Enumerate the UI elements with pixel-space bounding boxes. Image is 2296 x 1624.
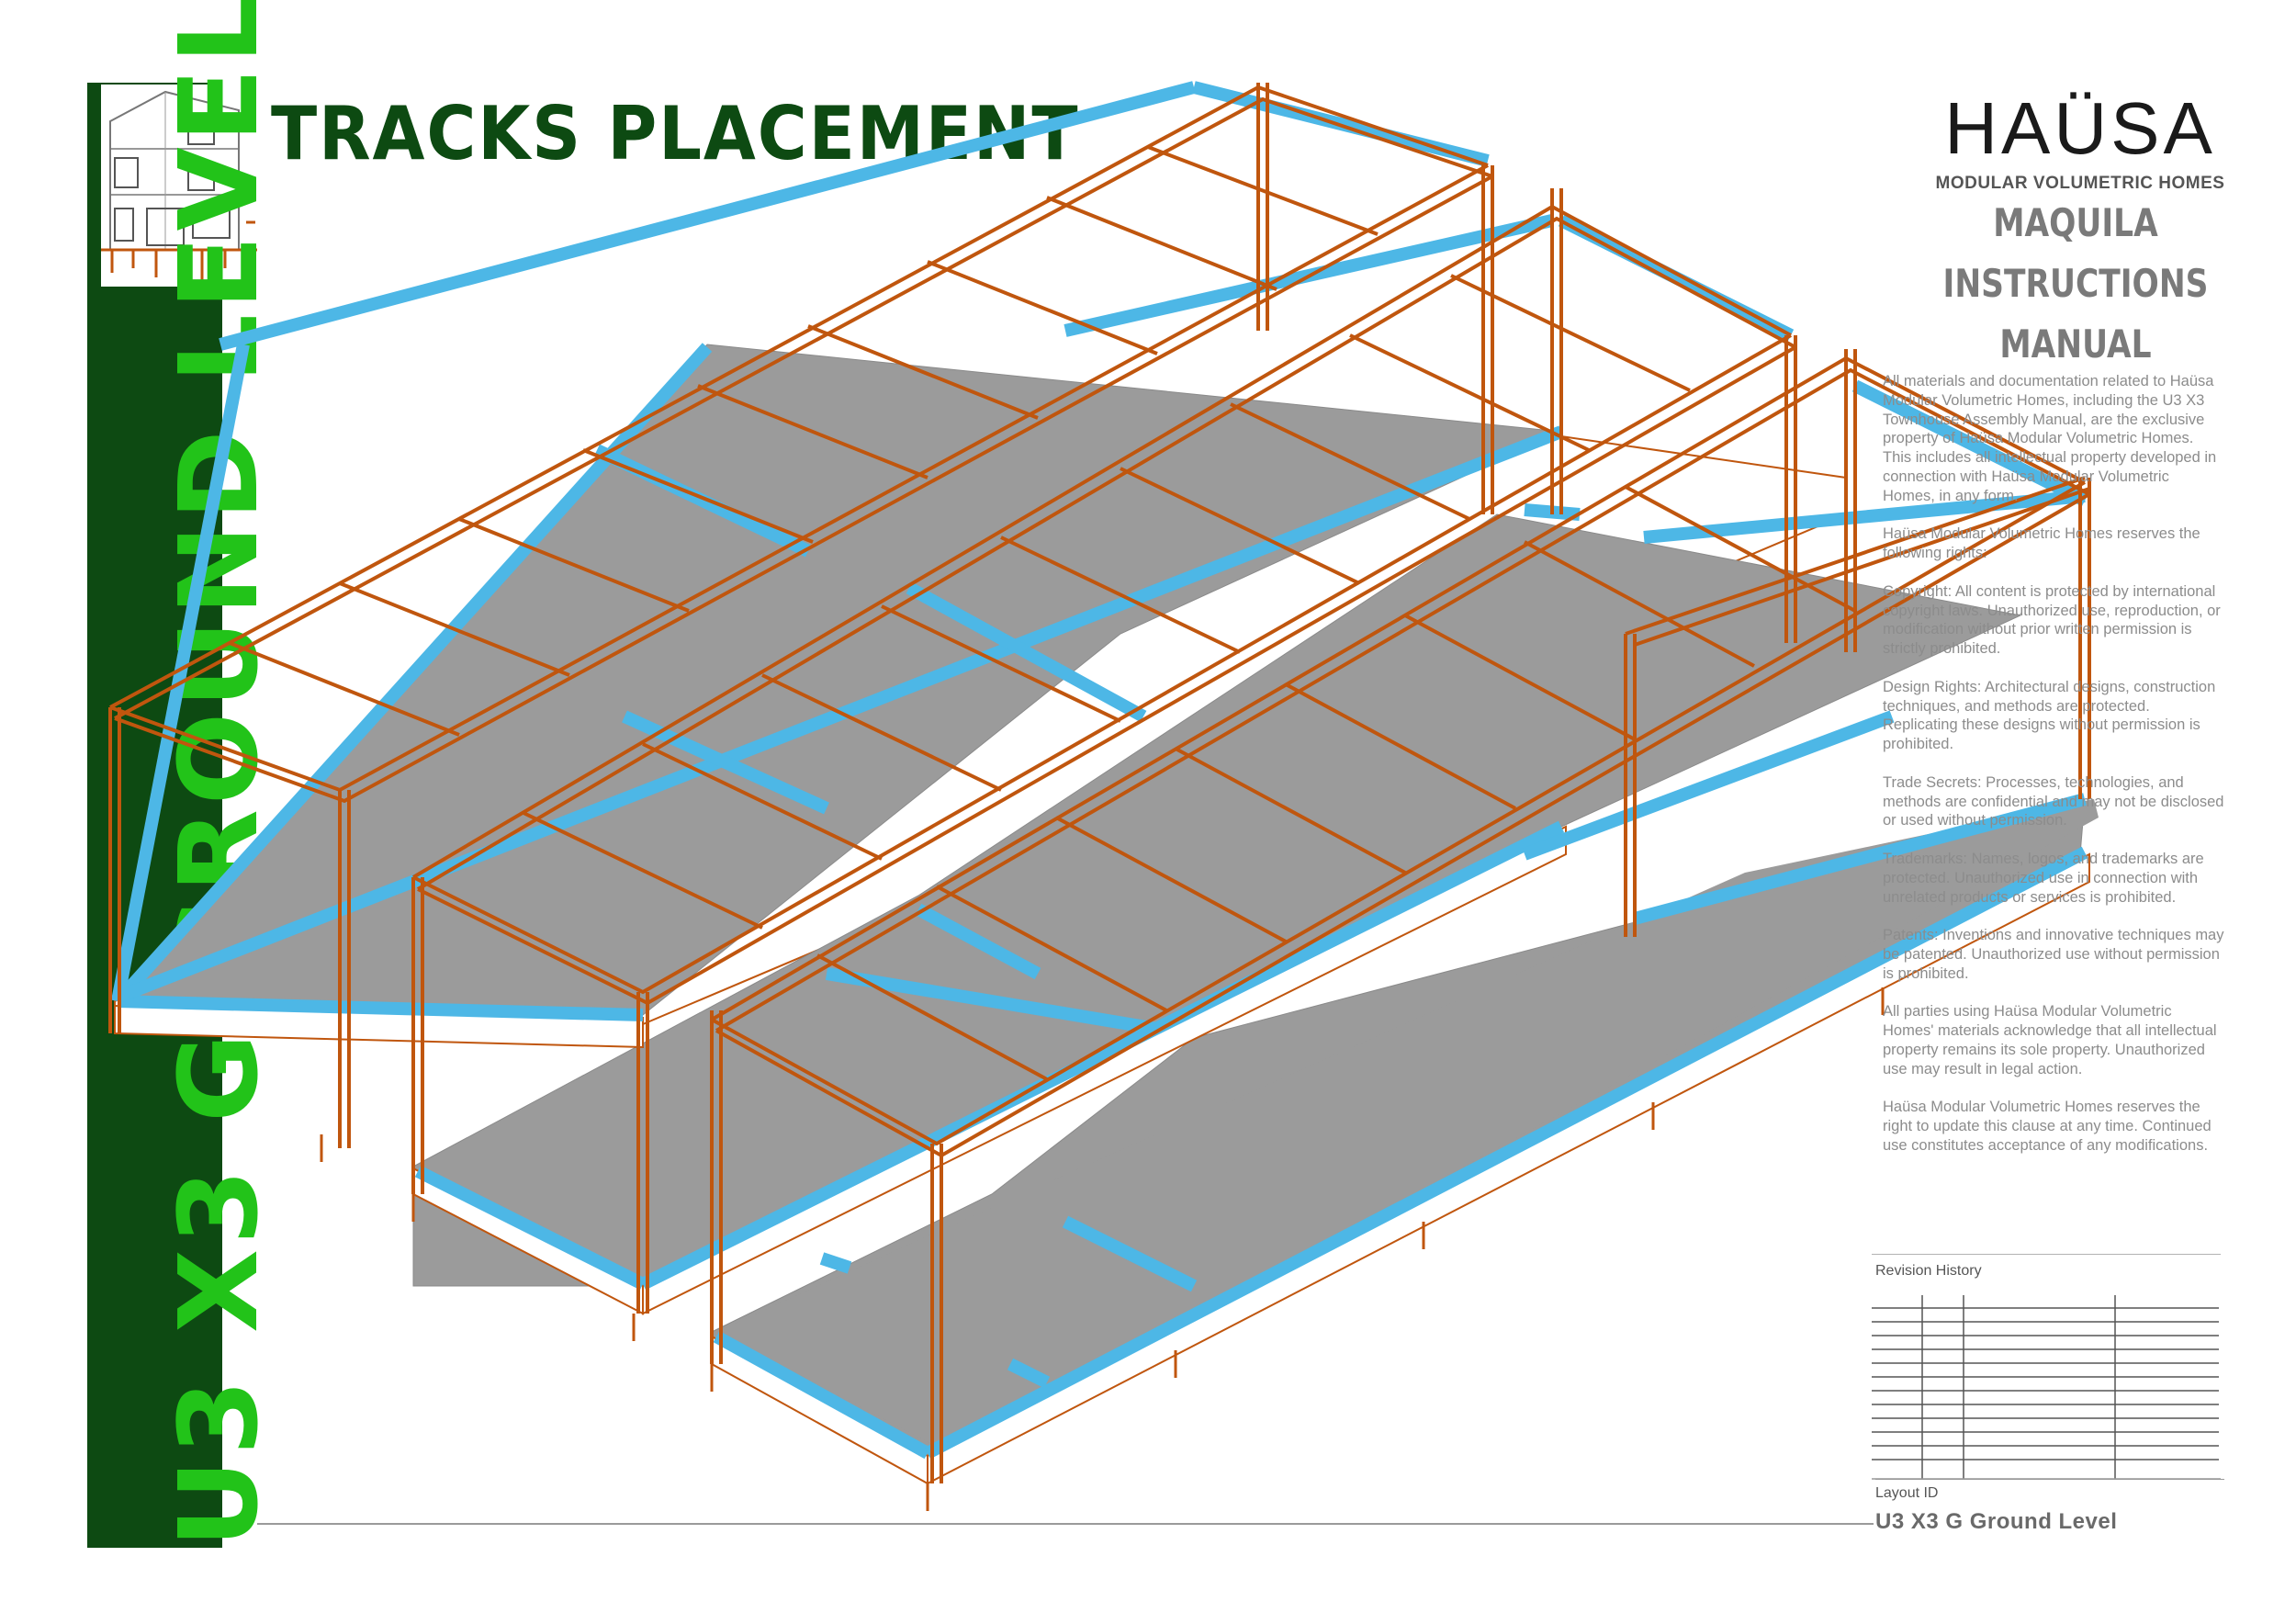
legal-paragraph: Trade Secrets: Processes, technologies, …	[1883, 773, 2224, 829]
track	[906, 581, 1147, 723]
legal-paragraph: All parties using Haüsa Modular Volumetr…	[1883, 1003, 2217, 1077]
floor-slab-module-2	[412, 513, 2022, 1287]
track	[219, 81, 1196, 351]
brand-tagline: MODULAR VOLUMETRIC HOMES	[1935, 174, 2225, 193]
track	[1851, 379, 2088, 507]
legal-paragraph: Trademarks: Names, logos, and trademarks…	[1883, 850, 2204, 906]
house-thumbnail	[101, 85, 257, 287]
frame-posts	[108, 83, 2091, 1483]
legal-paragraph: All materials and documentation related …	[1883, 373, 2217, 504]
layout-id-label: Layout ID	[1875, 1485, 1939, 1501]
track	[117, 995, 644, 1021]
track	[1007, 1358, 1051, 1389]
brand-block: HAÜSA MODULAR VOLUMETRIC HOMES	[1892, 87, 2268, 194]
foot-pins	[320, 987, 1885, 1511]
floor-slabs	[114, 344, 2099, 1457]
revision-history-table	[1872, 1254, 2221, 1480]
legal-notice: All materials and documentation related …	[1883, 372, 2224, 1174]
track	[819, 1252, 852, 1274]
manual-title-line: MANUAL	[1999, 321, 2152, 367]
track	[593, 444, 812, 558]
track	[639, 820, 1565, 1291]
revision-history-label: Revision History	[1875, 1263, 1982, 1279]
page-title: TRACKS PLACEMENT	[271, 91, 1080, 176]
track	[414, 1165, 647, 1291]
track	[1522, 710, 1895, 861]
layout-id-value: U3 X3 G Ground Level	[1875, 1509, 2118, 1534]
bottom-rule	[257, 1523, 1874, 1525]
track	[1633, 793, 2087, 925]
brand-logo: HAÜSA	[1944, 87, 2216, 169]
manual-title-line: MAQUILA	[1993, 200, 2158, 245]
legal-paragraph: Haüsa Modular Volumetric Homes reserves …	[1883, 1099, 2212, 1154]
manual-title: MAQUILA INSTRUCTIONS MANUAL	[1921, 193, 2230, 375]
legal-paragraph: Copyright: All content is protected by i…	[1883, 582, 2221, 658]
track	[713, 1330, 931, 1460]
track	[1062, 1215, 1198, 1292]
layout-id-rule	[1875, 1479, 2224, 1480]
frame-cross-beams	[229, 145, 1856, 1081]
track	[825, 967, 1159, 1035]
manual-title-line: INSTRUCTIONS	[1942, 261, 2209, 306]
legal-paragraph: Haüsa Modular Volumetric Homes reserves …	[1883, 525, 2200, 562]
track	[924, 846, 2088, 1460]
legal-paragraph: Design Rights: Architectural designs, co…	[1883, 678, 2216, 753]
track	[111, 343, 250, 1003]
legal-paragraph: Patents: Inventions and innovative techn…	[1883, 927, 2224, 982]
track	[915, 903, 1041, 980]
slab-edges	[114, 825, 2090, 1485]
